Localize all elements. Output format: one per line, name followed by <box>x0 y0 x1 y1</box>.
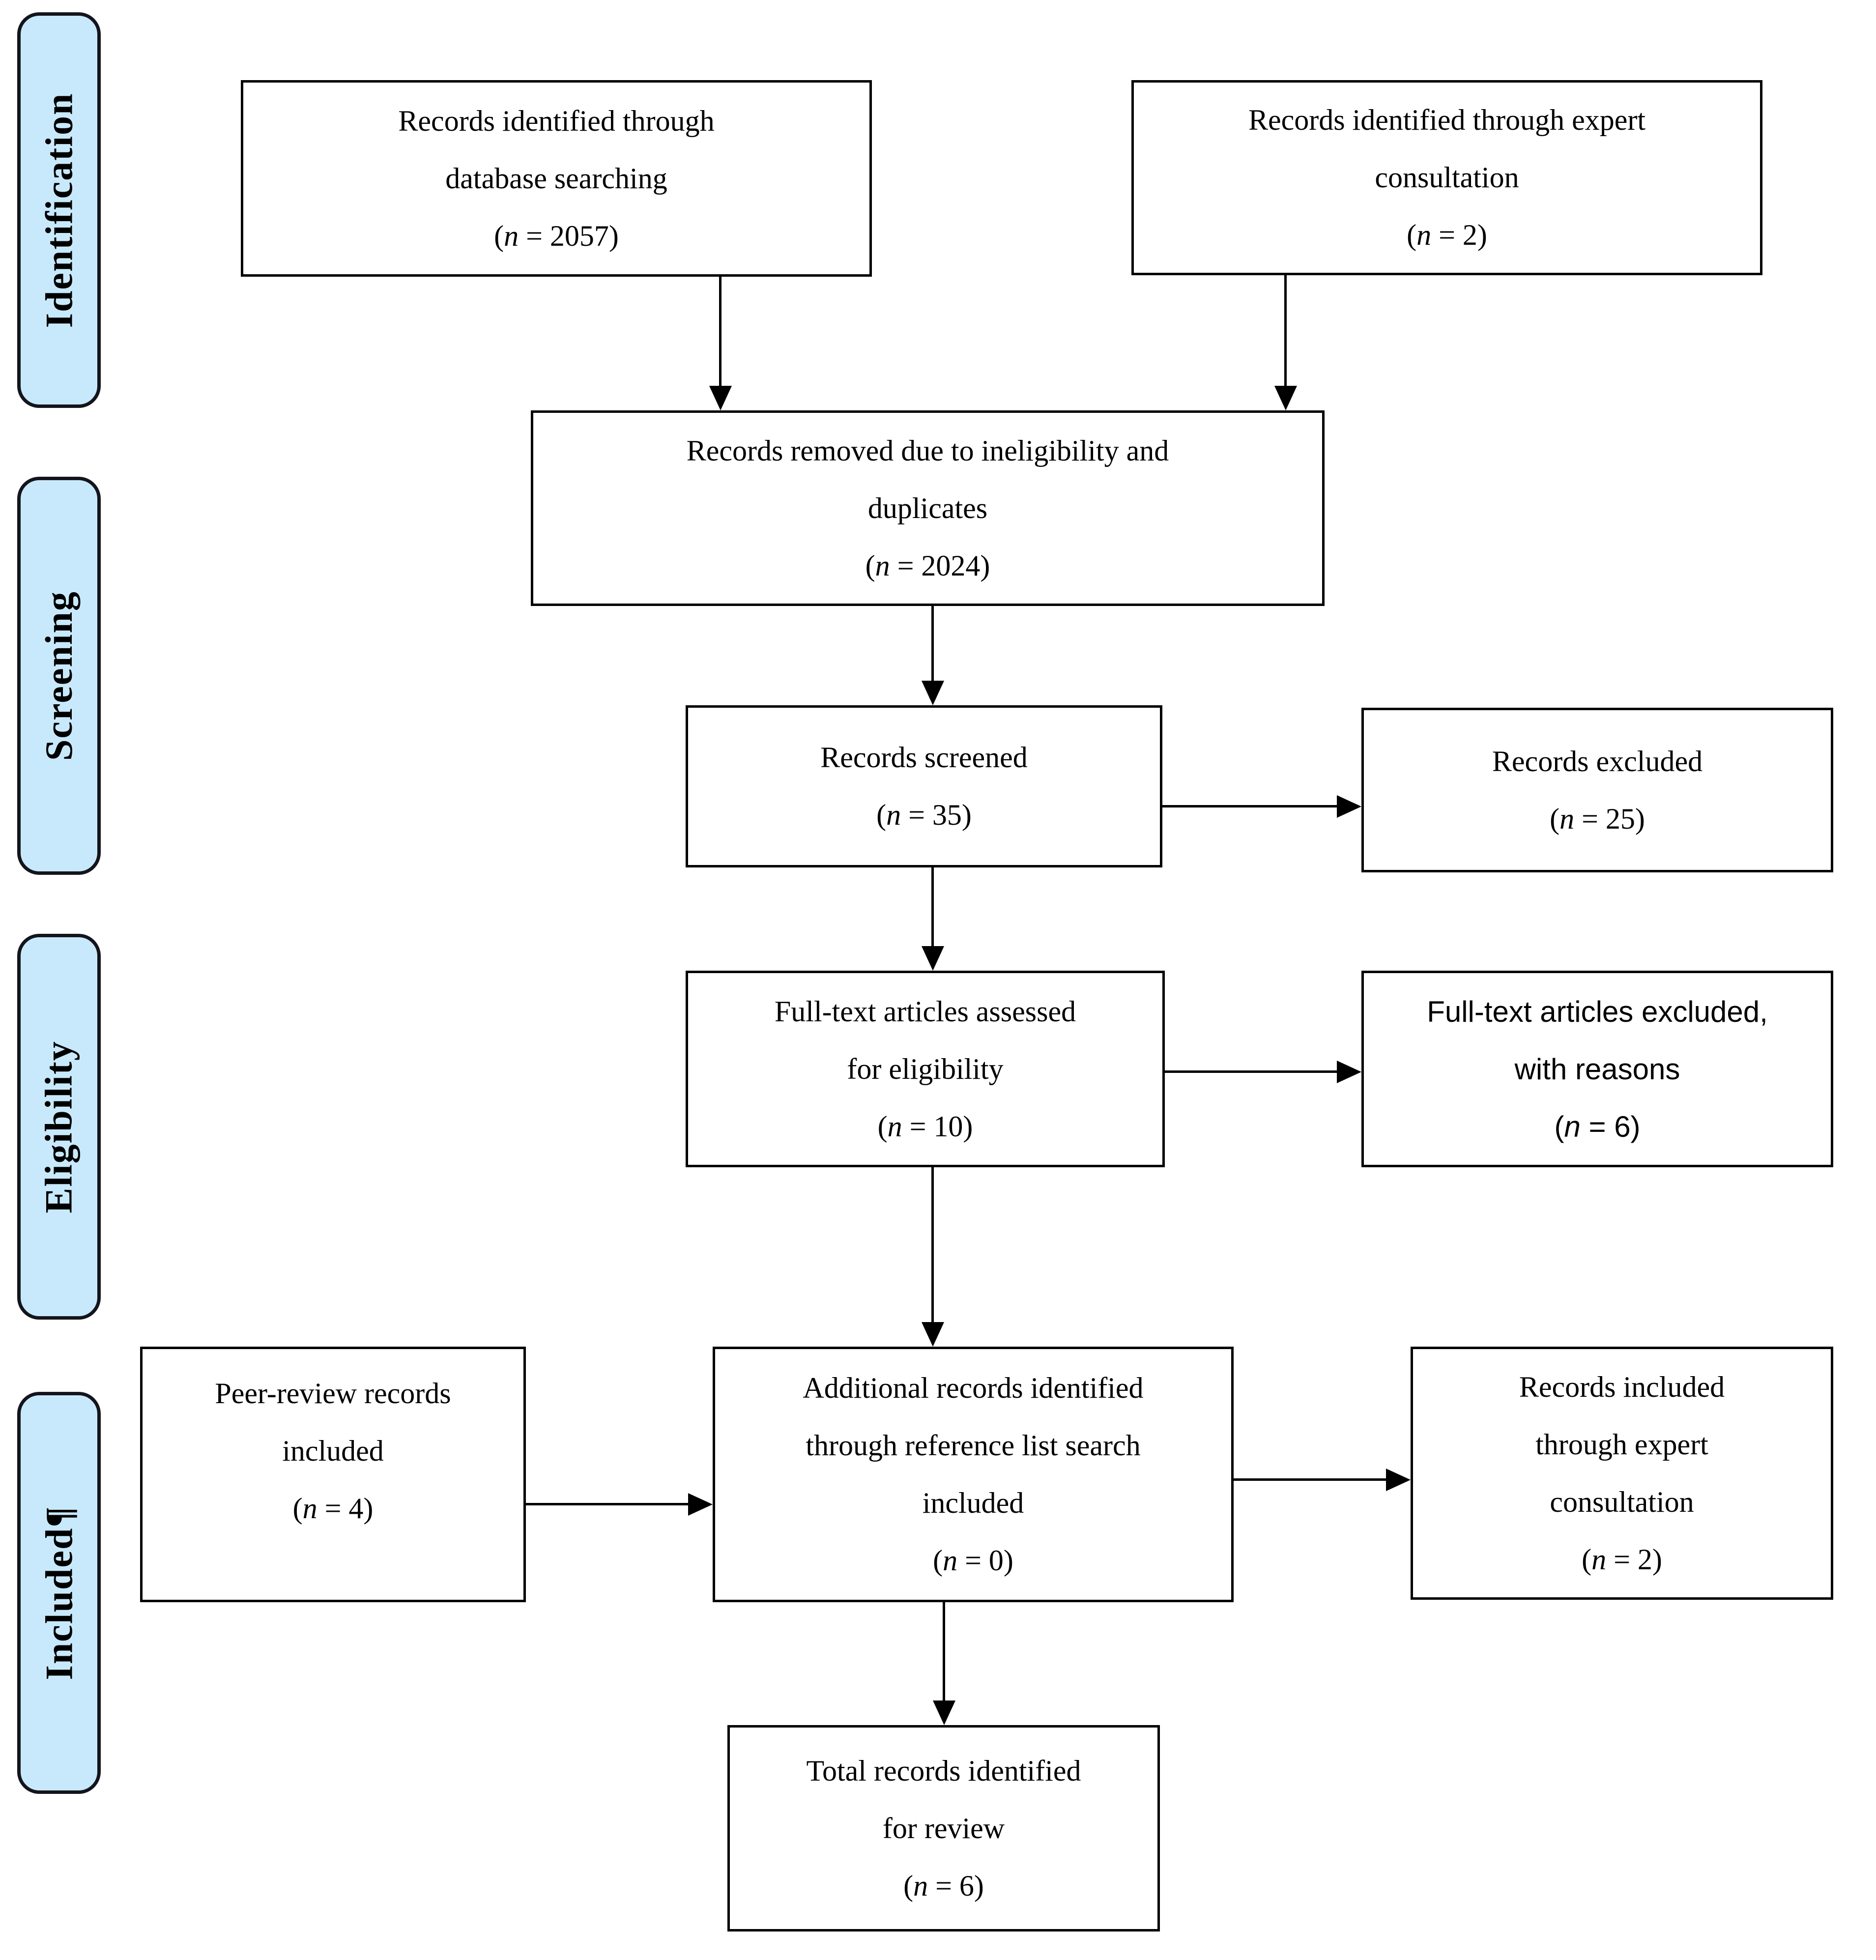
box-fulltext-assessed-text: Full-text articles assessed for eligibil… <box>774 995 1076 1143</box>
box-peer-review-included-text: Peer-review records included (n = 4) <box>215 1377 451 1525</box>
box-records-removed: Records removed due to ineligibility and… <box>531 410 1325 606</box>
box-fulltext-excluded: Full-text articles excluded, with reason… <box>1361 971 1833 1167</box>
stage-label-identification-text: Identification <box>37 92 81 328</box>
arrow-expert-to-removed-shaft <box>1284 275 1287 389</box>
box-records-expert-consultation: Records identified through expert consul… <box>1131 80 1762 275</box>
arrow-dbsearch-to-removed-head-icon <box>709 386 732 410</box>
box-records-removed-text: Records removed due to ineligibility and… <box>686 434 1169 582</box>
arrow-screened-to-excluded-shaft <box>1162 805 1338 807</box>
box-fulltext-assessed: Full-text articles assessed for eligibil… <box>686 971 1165 1167</box>
arrow-peerreview-to-additional-head-icon <box>688 1493 713 1516</box>
arrow-removed-to-screened-head-icon <box>922 681 944 705</box>
box-included-expert-consultation: Records included through expert consulta… <box>1411 1347 1833 1600</box>
arrow-additional-to-includedexpert-head-icon <box>1386 1469 1411 1491</box>
arrow-additional-to-includedexpert-shaft <box>1234 1478 1387 1481</box>
stage-label-identification: Identification <box>17 12 101 408</box>
box-included-expert-consultation-text: Records included through expert consulta… <box>1519 1370 1725 1576</box>
box-fulltext-excluded-text: Full-text articles excluded, with reason… <box>1427 995 1768 1143</box>
box-records-excluded-text: Records excluded (n = 25) <box>1492 745 1703 835</box>
box-records-screened: Records screened (n = 35) <box>686 705 1162 867</box>
arrow-screened-to-excluded-head-icon <box>1337 795 1361 818</box>
arrow-peerreview-to-additional-shaft <box>526 1503 690 1505</box>
arrow-expert-to-removed-head-icon <box>1274 386 1297 410</box>
box-additional-records: Additional records identified through re… <box>713 1347 1234 1602</box>
box-records-excluded: Records excluded (n = 25) <box>1361 708 1833 872</box>
box-records-expert-consultation-text: Records identified through expert consul… <box>1248 104 1646 251</box>
box-records-database-searching: Records identified through database sear… <box>241 80 872 277</box>
box-additional-records-text: Additional records identified through re… <box>803 1372 1144 1577</box>
box-records-screened-text: Records screened (n = 35) <box>820 741 1028 831</box>
arrow-fulltext-to-ftexcluded-shaft <box>1165 1070 1338 1073</box>
box-total-records: Total records identified for review (n =… <box>727 1725 1160 1931</box>
stage-label-included: Included¶ <box>17 1392 101 1794</box>
stage-label-eligibility-text: Eligibility <box>37 1040 80 1213</box>
arrow-fulltext-to-additional-head-icon <box>922 1322 944 1347</box>
stage-label-screening-text: Screening <box>37 591 81 761</box>
arrow-fulltext-to-ftexcluded-head-icon <box>1337 1061 1361 1083</box>
box-total-records-text: Total records identified for review (n =… <box>806 1754 1081 1902</box>
arrow-dbsearch-to-removed-shaft <box>719 277 722 389</box>
stage-label-included-text: Included¶ <box>37 1505 81 1680</box>
box-records-database-searching-text: Records identified through database sear… <box>398 104 715 252</box>
box-peer-review-included: Peer-review records included (n = 4) <box>140 1347 526 1602</box>
arrow-fulltext-to-additional-shaft <box>931 1167 934 1324</box>
stage-label-eligibility: Eligibility <box>17 934 101 1320</box>
arrow-additional-to-total-head-icon <box>933 1701 955 1725</box>
arrow-screened-to-fulltext-head-icon <box>922 946 944 971</box>
stage-label-screening: Screening <box>17 477 101 875</box>
arrow-screened-to-fulltext-shaft <box>931 867 934 948</box>
arrow-removed-to-screened-shaft <box>931 606 934 682</box>
arrow-additional-to-total-shaft <box>943 1602 945 1702</box>
